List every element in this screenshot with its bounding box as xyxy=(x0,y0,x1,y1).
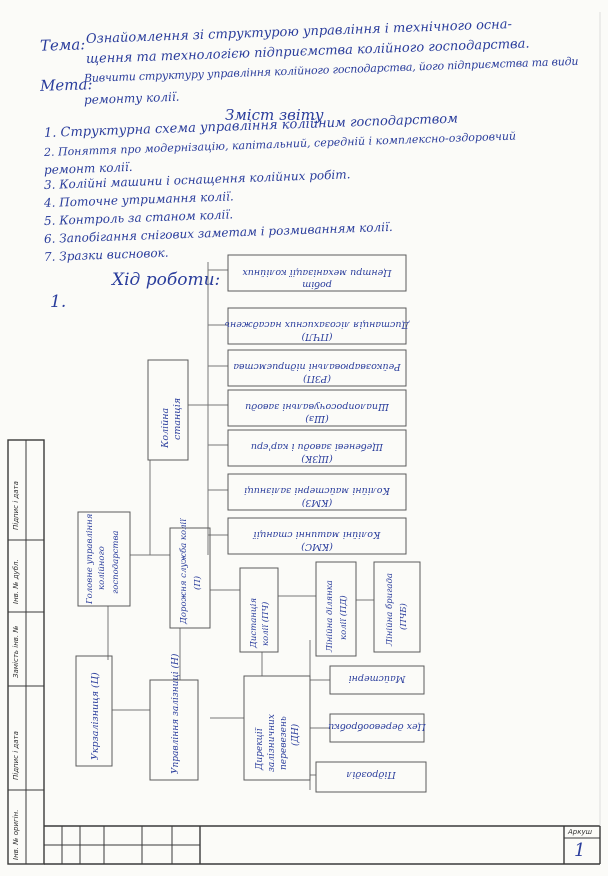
box-upravlinnia-zaliznytsi xyxy=(149,679,199,781)
text-dyrektsii-a: Дирекції xyxy=(255,727,265,771)
side-label-3: Замість інв. № xyxy=(12,625,20,678)
text-right-1a: Дистанція лісозахисних насаджень xyxy=(225,319,410,330)
contents-title: Зміст звіту xyxy=(225,106,324,124)
box-shpaloprosochuvalni xyxy=(227,389,407,427)
text-dorozhnia-a: Дорожня служба колії xyxy=(178,518,189,625)
text-dyrektsii-c: перевезень xyxy=(279,716,289,770)
text-right-2b: (РЗП) xyxy=(303,373,331,384)
text-right-3b: (Шз) xyxy=(305,413,329,424)
sheet-label: Аркуш xyxy=(568,828,593,836)
text-right-0b: робіт xyxy=(302,279,332,290)
side-label-4: Підпис і дата xyxy=(12,731,20,780)
text-right-3a: Шпалопросочувальні заводи xyxy=(245,401,390,412)
text-dyrektsii-b: залізничних xyxy=(267,714,277,772)
box-kolijni-mashynni xyxy=(227,517,407,555)
text-liniina-brygada-b: (ПЧБ) xyxy=(398,603,409,630)
diagram-connectors xyxy=(107,262,374,790)
text-right-4b: (ЩЗК) xyxy=(301,453,333,464)
text-right-6a: Колійні машинні станції xyxy=(253,529,382,540)
box-dystantsiia xyxy=(239,567,279,653)
text-dorozhnia-b: (П) xyxy=(192,576,203,590)
text-holovne-b: колійного xyxy=(97,546,107,590)
box-holovne-upravlinnia xyxy=(77,511,131,607)
work-item-number: 1. xyxy=(50,292,67,312)
box-shchebeneni xyxy=(227,429,407,467)
box-kolijna-stantsiia xyxy=(147,359,189,461)
text-maisterni: Майстерні xyxy=(349,673,407,684)
text-kolijna-b: станція xyxy=(172,398,183,440)
box-reikozvariuvalni xyxy=(227,349,407,387)
text-kolijna-a: Колійна xyxy=(160,407,171,449)
text-dyrektsii-d: (ДН) xyxy=(290,723,301,746)
text-upravlinnia: Управління залізниці (Н) xyxy=(170,653,181,774)
side-label-1: Підпис і дата xyxy=(12,481,20,530)
text-ukrzaliznytsia: Укрзалізниця (Ц) xyxy=(90,672,101,760)
right-column-texts: Центри механізації колійних робіт Дистан… xyxy=(225,267,410,552)
text-tsekh: Цех деревообробки xyxy=(328,721,426,732)
side-label-5: Інв. № оригін. xyxy=(12,809,20,860)
box-pidrozdil xyxy=(315,761,427,793)
text-right-4a: Щебеневі заводи і кар'єри xyxy=(251,441,383,452)
text-holovne-a: Головне управління xyxy=(85,513,95,605)
text-holovne-c: господарства xyxy=(111,531,121,595)
box-liniina-brygada xyxy=(373,561,421,653)
box-tsentry-mekhanizatsii xyxy=(227,254,407,292)
text-liniina-dilnytsia-a: Лінійна ділянка xyxy=(325,580,335,653)
text-right-2a: Рейкозварювальні підприємства xyxy=(233,361,402,372)
text-right-6b: (КМС) xyxy=(301,541,333,552)
box-ukrzaliznytsia xyxy=(75,655,113,767)
box-dorozhnia-sluzhba xyxy=(169,527,211,629)
box-tsekh xyxy=(329,713,425,743)
box-kolijni-maisterni xyxy=(227,473,407,511)
text-dystantsiia-b: колії (ПЧ) xyxy=(260,602,271,646)
text-pidrozdil: Підрозділ xyxy=(346,769,396,780)
text-liniina-brygada-a: Лінійна бригада xyxy=(384,573,395,647)
sheet-number: 1 xyxy=(574,840,586,861)
text-right-0a: Центри механізації колійних xyxy=(242,267,392,278)
box-liniina-dilnytsia xyxy=(315,561,357,657)
text-right-5a: Колійні майстерні залізниці xyxy=(244,485,391,496)
text-right-5b: (КМЗ) xyxy=(302,497,333,508)
text-dystantsiia-a: Дистанція xyxy=(249,597,259,649)
work-title: Хід роботи: xyxy=(112,270,221,290)
box-dyrektsii xyxy=(243,675,311,781)
box-dystantsiia-lisozakhysnykh xyxy=(227,307,407,345)
right-column-boxes xyxy=(227,254,407,555)
text-right-1b: (ПЧЛ) xyxy=(301,331,332,342)
box-maisterni xyxy=(329,665,425,695)
text-liniina-dilnytsia-b: колії (ПД) xyxy=(338,595,349,640)
side-label-2: Інв. № дубл. xyxy=(12,559,20,604)
